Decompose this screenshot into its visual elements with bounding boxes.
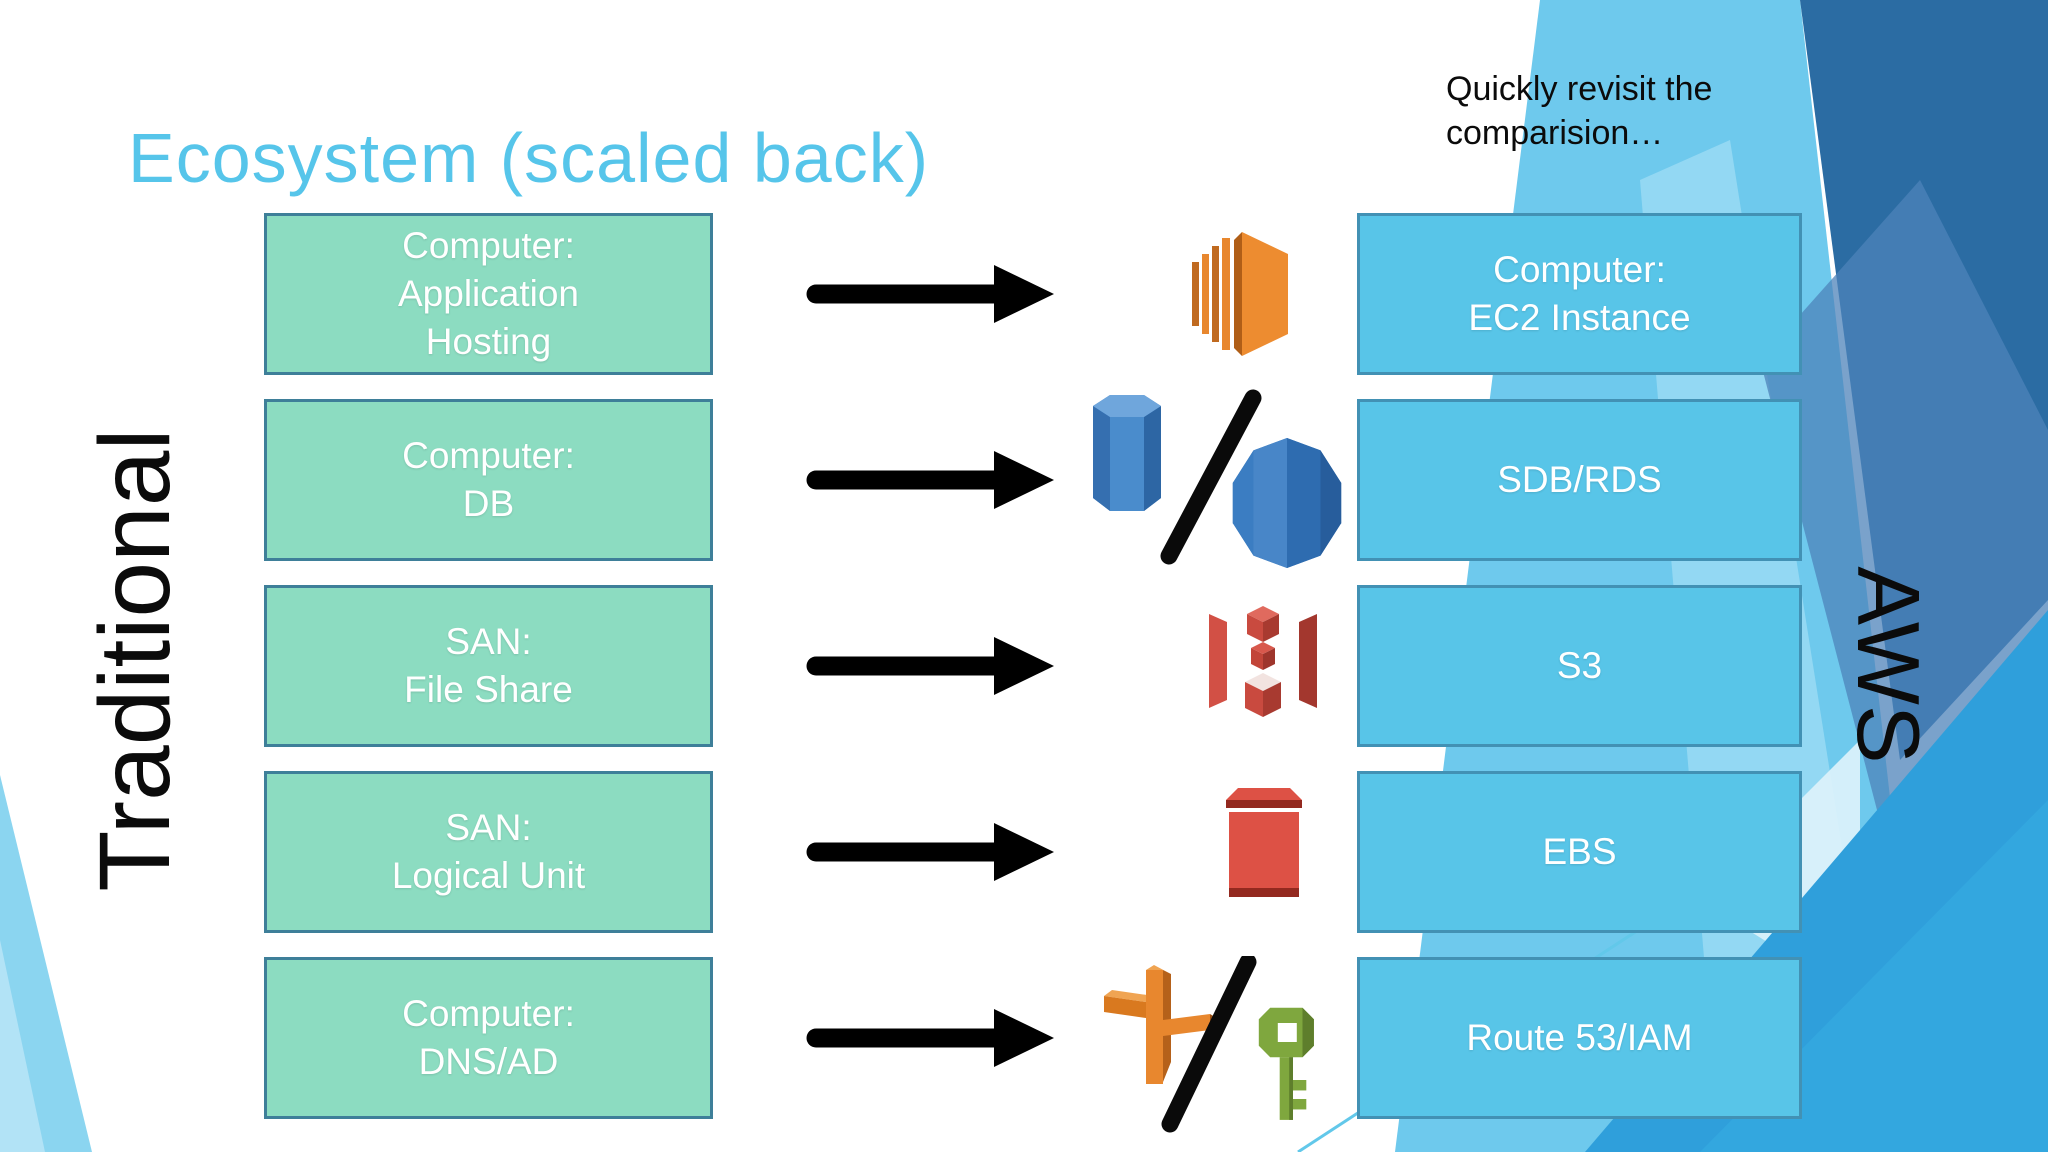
arrow-icon <box>806 1009 1054 1067</box>
s3-icon <box>1209 606 1317 717</box>
ebs-icon <box>1226 788 1302 897</box>
traditional-box-logical-unit: SAN: Logical Unit <box>264 771 713 933</box>
arrow-icon <box>806 265 1054 323</box>
aws-box-s3: S3 <box>1357 585 1802 747</box>
arrow-icon <box>806 823 1054 881</box>
route53-iam-icon-group <box>1104 956 1314 1133</box>
route53-icon <box>1104 965 1215 1084</box>
aws-box-sdb-rds: SDB/RDS <box>1357 399 1802 561</box>
aws-column-label: AWS <box>1839 566 1938 764</box>
traditional-box-db: Computer: DB <box>264 399 713 561</box>
sdb-rds-icon-group <box>1093 389 1342 568</box>
aws-box-ec2: Computer: EC2 Instance <box>1357 213 1802 375</box>
page-title: Ecosystem (scaled back) <box>128 119 930 197</box>
traditional-box-dns-ad: Computer: DNS/AD <box>264 957 713 1119</box>
slash-icon <box>1160 389 1262 565</box>
slash-icon <box>1161 956 1257 1133</box>
traditional-box-application-hosting: Computer: Application Hosting <box>264 213 713 375</box>
sdb-icon <box>1093 395 1161 511</box>
iam-icon <box>1258 1007 1314 1120</box>
traditional-column-label: Traditional <box>79 428 191 892</box>
note-text: Quickly revisit the comparision… <box>1446 70 1713 152</box>
arrow-icon <box>806 637 1054 695</box>
rds-icon <box>1232 438 1342 568</box>
arrow-icon <box>806 451 1054 509</box>
traditional-box-file-share: SAN: File Share <box>264 585 713 747</box>
ec2-icon <box>1192 232 1288 356</box>
aws-box-ebs: EBS <box>1357 771 1802 933</box>
aws-box-route53-iam: Route 53/IAM <box>1357 957 1802 1119</box>
